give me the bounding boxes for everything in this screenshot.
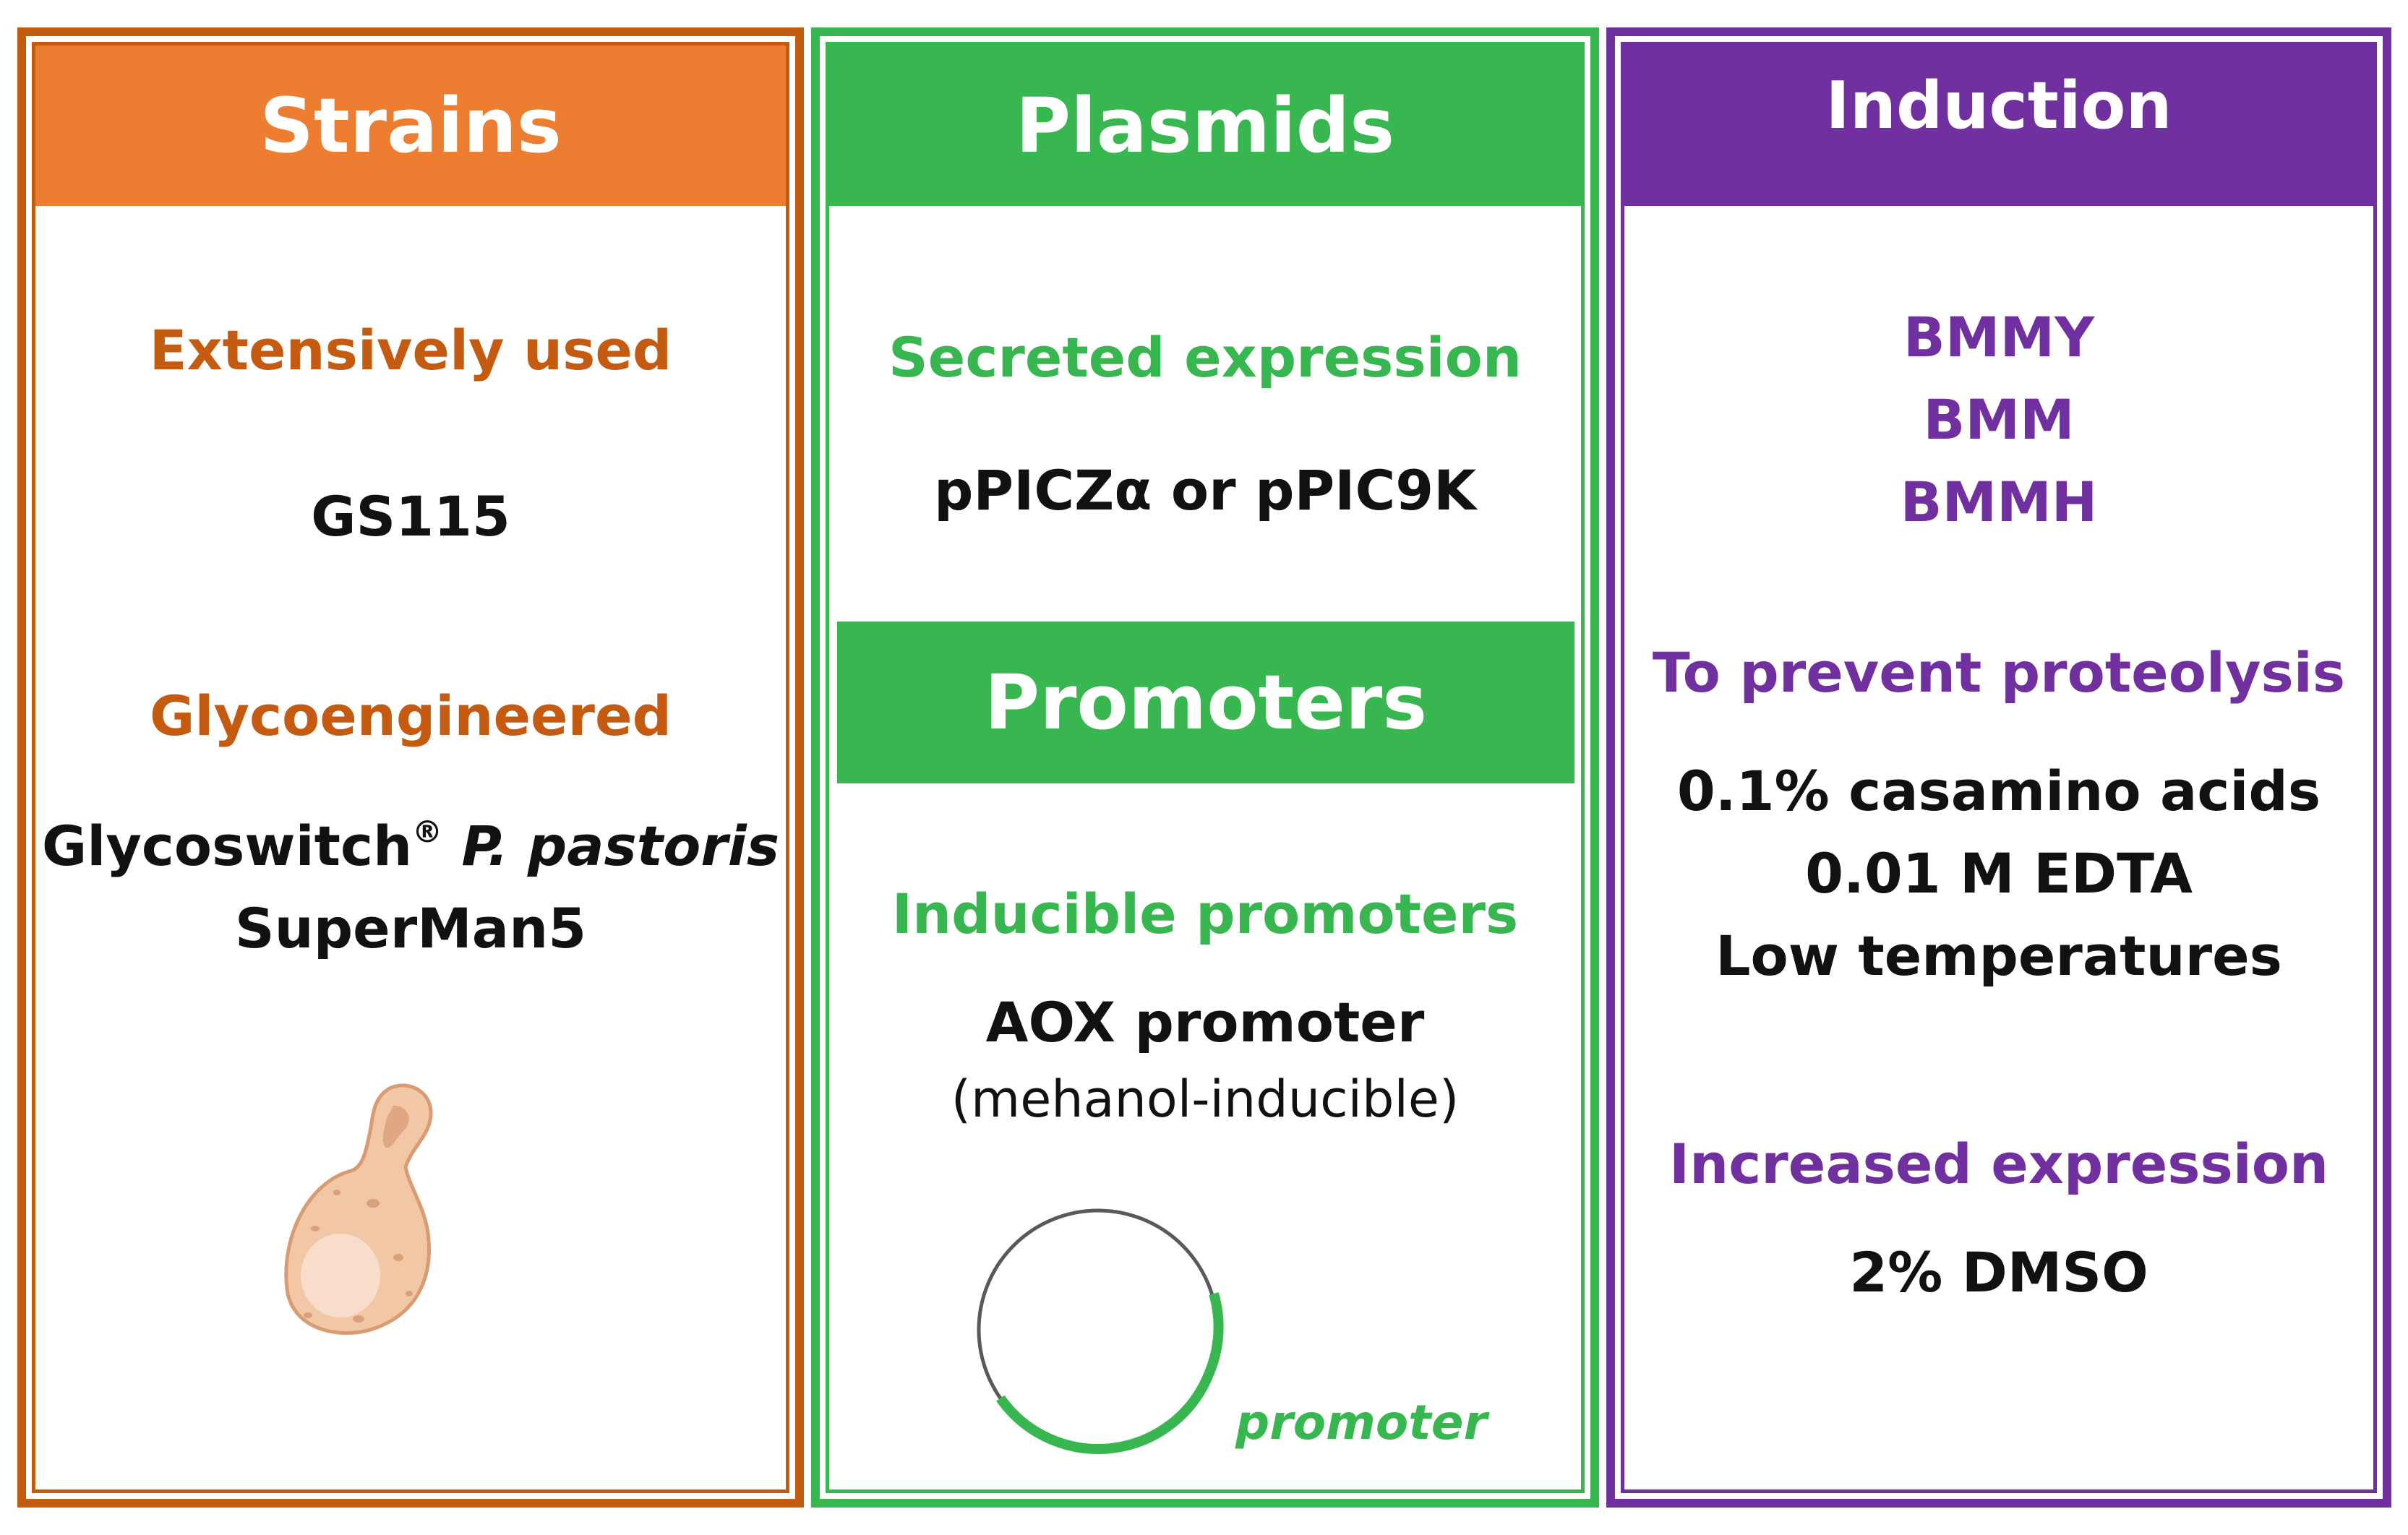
plasmids-header: Plasmids [829, 46, 1581, 206]
promoters-header: Promoters [837, 622, 1574, 783]
strains-panel: Strains Extensively used GS115 Glycoengi… [17, 27, 804, 1508]
induction-item-casamino: 0.1% casamino acids [1676, 759, 2321, 823]
induction-medium-bmmy: BMMY [1903, 305, 2095, 369]
plasmid-promoter-label: promoter [1235, 1395, 1488, 1450]
induction-item-dmso: 2% DMSO [1849, 1240, 2148, 1304]
induction-panel: Induction BMMY BMM BMMH To prevent prote… [1606, 27, 2391, 1508]
strains-item-gs115: GS115 [311, 484, 510, 549]
induction-header: Induction [1624, 46, 2373, 206]
induction-sub-increased-expression: Increased expression [1668, 1132, 2329, 1196]
registered-mark: ® [412, 814, 442, 850]
plasmids-inner-frame: Plasmids [826, 42, 1585, 1493]
strains-sub-glycoengineered: Glycoengineered [150, 684, 672, 748]
strains-inner-frame: Strains [32, 42, 789, 1493]
strains-item-glycoswitch: Glycoswitch® P. pastoris [26, 814, 795, 878]
promoters-header-label: Promoters [984, 658, 1428, 747]
plasmids-sub-inducible-promoters: Inducible promoters [891, 882, 1519, 946]
strains-sub-extensively-used: Extensively used [149, 318, 672, 382]
induction-item-low-temp: Low temperatures [1715, 924, 2282, 988]
induction-medium-bmm: BMM [1923, 387, 2075, 452]
plasmids-item-aox-promoter: AOX promoter [985, 990, 1425, 1054]
species-name: P. pastoris [461, 814, 780, 878]
plasmids-item-aox-note: (mehanol-inducible) [951, 1070, 1460, 1129]
plasmid-circle-icon [977, 1208, 1224, 1454]
induction-sub-prevent-proteolysis: To prevent proteolysis [1652, 640, 2346, 705]
strains-item-superman5: SuperMan5 [234, 896, 587, 960]
glycoswitch-label: Glycoswitch [41, 814, 413, 878]
yeast-cell-icon [284, 1083, 433, 1335]
induction-medium-bmmh: BMMH [1900, 470, 2098, 534]
strains-header-label: Strains [260, 82, 562, 170]
induction-header-label: Induction [1825, 67, 2172, 144]
strains-header: Strains [35, 46, 786, 206]
plasmids-sub-secreted-expression: Secreted expression [888, 325, 1522, 390]
plasmids-header-label: Plasmids [1015, 82, 1395, 170]
induction-inner-frame: Induction [1621, 42, 2377, 1493]
plasmids-panel: Plasmids Secreted expression pPICZα or p… [811, 27, 1599, 1508]
plasmids-item-ppicz: pPICZα or pPIC9K [933, 458, 1477, 523]
induction-item-edta: 0.01 M EDTA [1805, 841, 2193, 906]
